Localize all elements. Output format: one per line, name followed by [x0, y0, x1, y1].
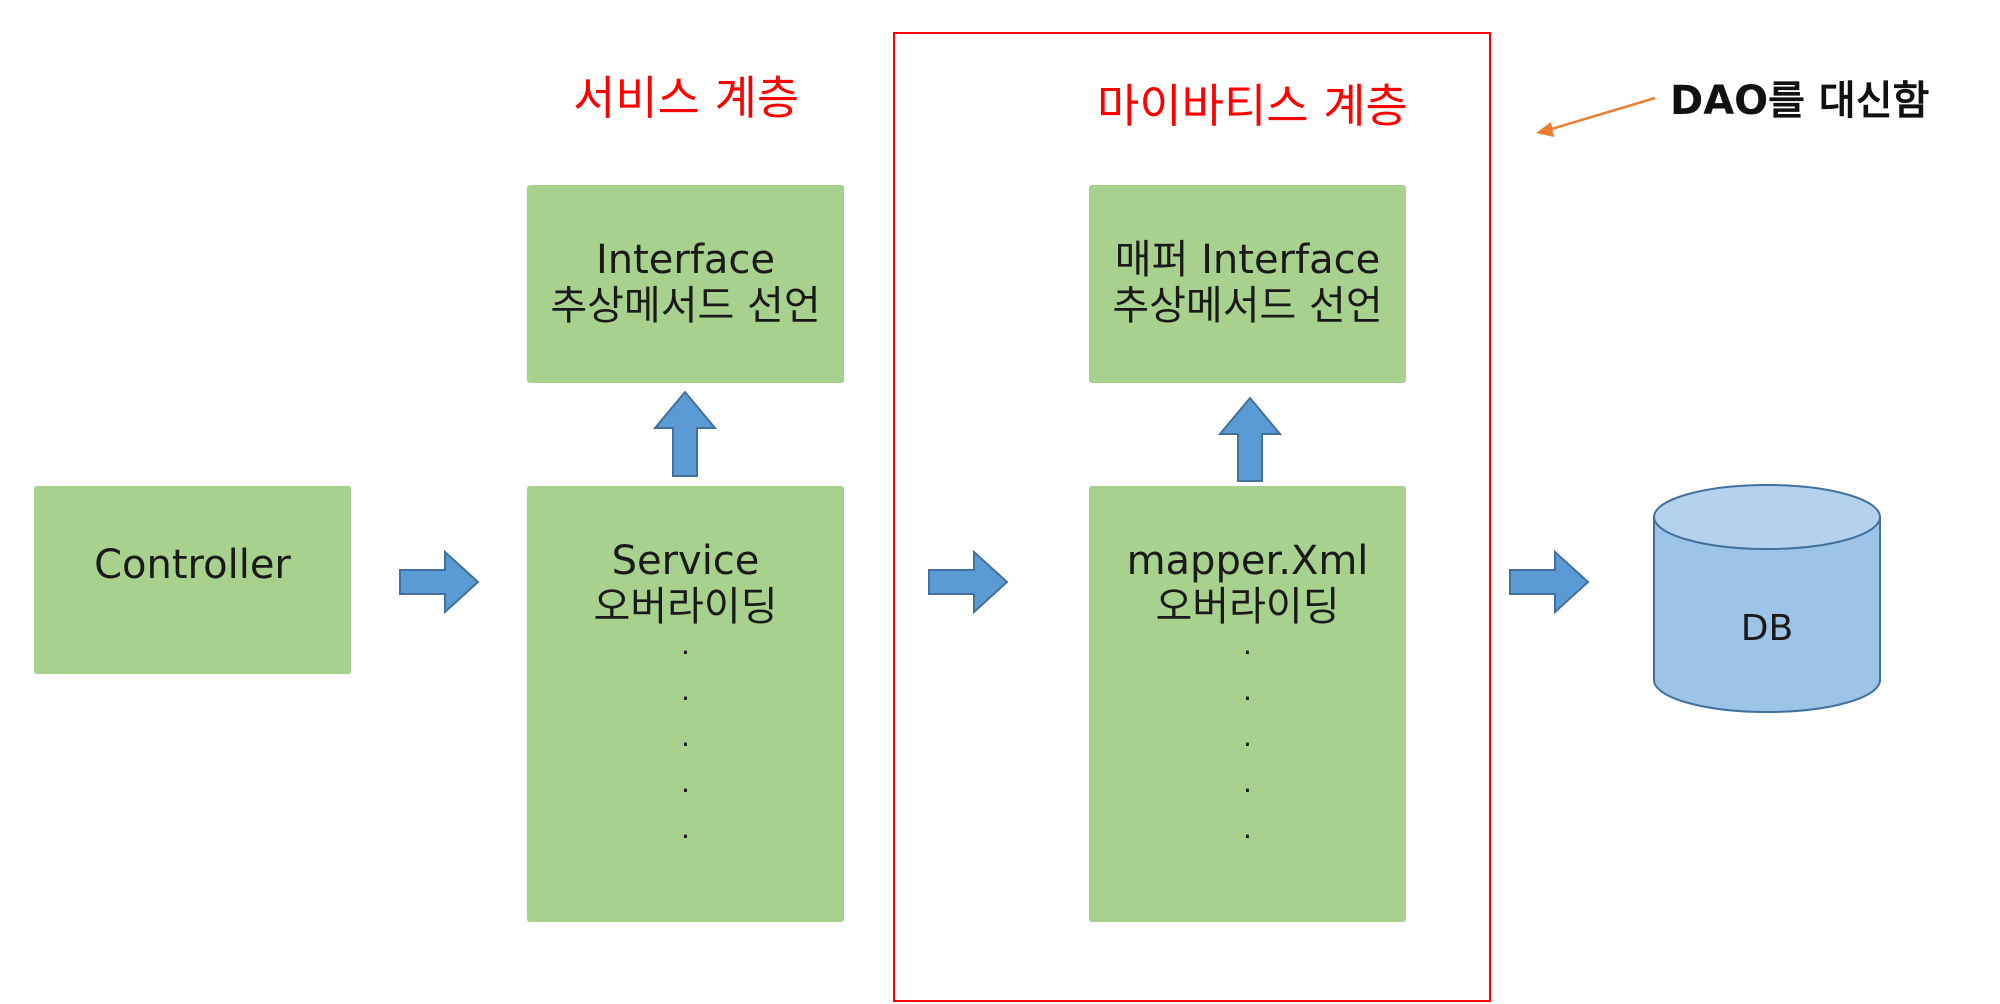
- mapper-interface-desc: 추상메서드 선언: [1112, 283, 1383, 329]
- mapper-interface-title: 매퍼 Interface: [1114, 237, 1381, 283]
- mapper-xml-title: mapper.Xml: [1126, 538, 1369, 584]
- ellipsis-dot: ·: [681, 728, 690, 761]
- service-interface-desc: 추상메서드 선언: [550, 283, 821, 329]
- ellipsis-dot: ·: [681, 636, 690, 669]
- ellipsis-dot: ·: [1243, 820, 1252, 853]
- service-layer-label: 서비스 계층: [573, 71, 800, 125]
- right-arrow-icon: [1509, 549, 1590, 615]
- note-pointer-arrowhead: [1536, 122, 1554, 137]
- right-arrow-icon: [399, 549, 480, 615]
- ellipsis-dot: ·: [681, 820, 690, 853]
- ellipsis-dot: ·: [1243, 682, 1252, 715]
- ellipsis-dot: ·: [681, 682, 690, 715]
- controller-box: Controller: [34, 486, 351, 674]
- ellipsis-dot: ·: [1243, 636, 1252, 669]
- dao-note: DAO를 대신함: [1670, 78, 1930, 124]
- service-impl-desc: 오버라이딩: [593, 584, 778, 630]
- up-arrow-icon: [1217, 396, 1283, 482]
- service-interface-title: Interface: [595, 237, 776, 283]
- mapper-xml-desc: 오버라이딩: [1155, 584, 1340, 630]
- mapper-interface-box: 매퍼 Interface 추상메서드 선언: [1089, 185, 1406, 383]
- ellipsis-dot: ·: [1243, 774, 1252, 807]
- up-arrow-icon: [652, 390, 718, 477]
- ellipsis-dot: ·: [1243, 728, 1252, 761]
- mapper-xml-box: mapper.Xml 오버라이딩 · · · · ·: [1089, 486, 1406, 922]
- mybatis-layer-frame: [893, 32, 1491, 1002]
- service-interface-box: Interface 추상메서드 선언: [527, 185, 844, 383]
- service-impl-title: Service: [611, 538, 760, 584]
- database-icon: [1653, 484, 1881, 713]
- db-label: DB: [1740, 608, 1794, 649]
- mybatis-layer-label: 마이바티스 계층: [1097, 79, 1408, 133]
- right-arrow-icon: [928, 549, 1009, 615]
- controller-label: Controller: [94, 542, 291, 588]
- note-pointer-line: [1547, 96, 1656, 132]
- service-impl-box: Service 오버라이딩 · · · · ·: [527, 486, 844, 922]
- ellipsis-dot: ·: [681, 774, 690, 807]
